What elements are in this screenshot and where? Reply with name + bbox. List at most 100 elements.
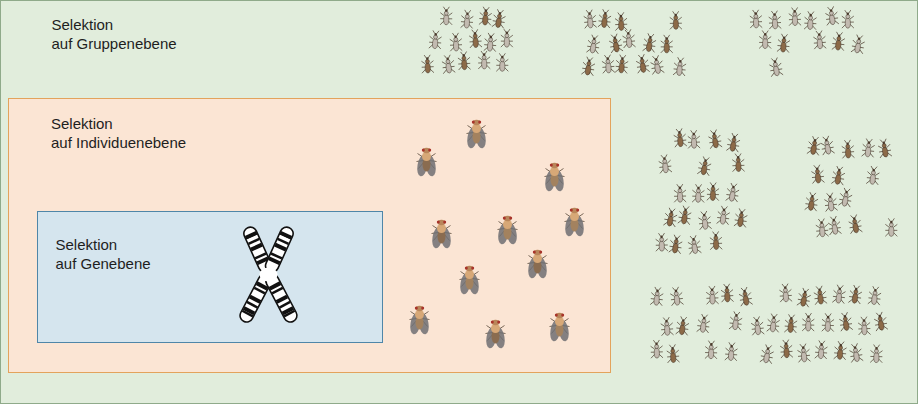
beetle-leg (757, 10, 759, 13)
beetle-leg (875, 172, 879, 175)
fly-thorax (422, 152, 431, 161)
beetle-head (783, 36, 786, 39)
beetle-thorax (773, 15, 777, 19)
beetle-leg (692, 190, 696, 193)
beetle-leg (880, 312, 882, 315)
beetle-leg (706, 321, 710, 324)
beetle-head (874, 289, 877, 292)
beetle-body (654, 295, 660, 305)
beetle-head (670, 210, 673, 213)
beetle (827, 216, 841, 235)
beetle-leg (818, 219, 820, 222)
beetle-leg (696, 241, 700, 245)
beetle-leg (789, 14, 793, 17)
fly-head (503, 215, 511, 221)
beetle-leg (841, 173, 845, 177)
beetle-leg (725, 348, 729, 351)
beetle-leg (604, 55, 606, 58)
fly-eye (436, 220, 439, 223)
beetle-leg (816, 31, 818, 34)
level-label: Selektion auf Gruppenebene (52, 15, 177, 53)
beetle-leg (751, 323, 755, 326)
beetle-head (640, 57, 643, 60)
beetle-head (506, 32, 509, 35)
beetle-leg (862, 144, 866, 147)
beetle-leg (652, 40, 656, 44)
beetle-leg (428, 55, 430, 58)
beetle (478, 51, 490, 69)
fly-eye (497, 320, 500, 323)
beetle-head (649, 36, 652, 39)
beetle-body (646, 41, 652, 52)
beetle-leg (777, 17, 781, 20)
beetle-body (487, 41, 493, 51)
beetle-leg (669, 323, 673, 326)
beetle-leg (861, 317, 863, 320)
beetle-head (483, 53, 486, 56)
beetle (484, 33, 497, 52)
beetle-leg (675, 350, 679, 353)
fly-eye (532, 250, 535, 253)
beetle (650, 55, 665, 75)
beetle (698, 211, 712, 230)
beetle-body (818, 348, 824, 358)
beetle (598, 9, 612, 28)
beetle-body (710, 190, 715, 200)
beetle (586, 34, 600, 53)
beetle-leg (850, 16, 854, 19)
beetle-body (590, 43, 597, 54)
beetle (440, 7, 452, 25)
beetle-leg (871, 166, 873, 169)
beetle-leg (781, 34, 783, 37)
beetle (429, 30, 442, 49)
beetle-leg (661, 41, 665, 44)
beetle-thorax (846, 15, 850, 19)
beetle-head (593, 37, 596, 40)
chromosome-band (279, 301, 291, 309)
beetle (838, 187, 853, 207)
beetle-leg (687, 212, 691, 216)
beetle-leg (458, 39, 462, 42)
beetle (708, 129, 723, 149)
beetle (839, 312, 853, 331)
beetle-head (863, 319, 866, 322)
beetle-leg (656, 239, 660, 242)
beetle-leg (743, 209, 745, 212)
beetle-body (788, 322, 794, 332)
beetle-body (728, 350, 734, 360)
beetle-body (720, 214, 726, 224)
beetle-leg (806, 198, 810, 201)
beetle-leg (688, 136, 692, 139)
beetle-body (679, 324, 685, 335)
beetle-leg (805, 313, 807, 316)
beetle-leg (429, 61, 433, 64)
beetle-leg (860, 35, 862, 38)
fly-eye (556, 163, 559, 166)
beetle-head (825, 139, 828, 142)
beetle-leg (785, 320, 789, 323)
fly-eye (464, 266, 467, 269)
beetle-leg (893, 224, 897, 227)
fly-head (437, 219, 445, 225)
beetle-leg (802, 288, 804, 291)
beetle-leg (712, 341, 714, 344)
beetle-head (785, 342, 788, 345)
beetle (815, 218, 828, 237)
beetle (622, 29, 636, 48)
beetle-leg (745, 287, 747, 290)
level-label: Selektion auf Individuenebene (51, 114, 186, 152)
beetle-head (703, 317, 706, 320)
beetle (492, 9, 507, 29)
beetle-leg (771, 11, 773, 14)
fly-eye (428, 148, 431, 151)
beetle-leg (769, 351, 773, 355)
fly-eye (421, 148, 424, 151)
beetle-leg (837, 285, 839, 288)
beetle (768, 11, 781, 30)
beetle-thorax (665, 322, 669, 326)
beetle-leg (816, 225, 820, 228)
beetle-leg (461, 16, 465, 19)
beetle-leg (878, 351, 882, 354)
beetle-thorax (619, 17, 623, 21)
beetle-leg (870, 139, 872, 142)
